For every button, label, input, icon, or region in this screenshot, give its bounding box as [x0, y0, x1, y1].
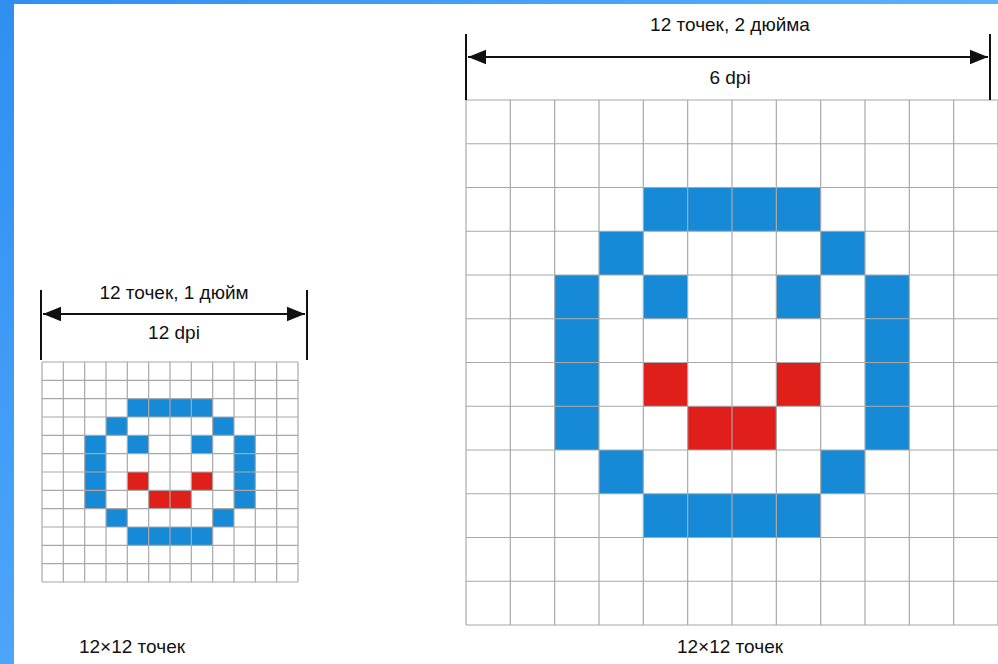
- pixel: [85, 454, 106, 472]
- grid-line: [909, 100, 910, 625]
- grid-line: [233, 362, 234, 582]
- pixel: [149, 399, 170, 417]
- grid-line: [466, 406, 998, 407]
- size-caption: 12×12 точек: [674, 636, 786, 658]
- pixel: [234, 435, 255, 453]
- grid-line: [297, 362, 298, 582]
- pixel: [865, 275, 909, 319]
- pixel: [85, 472, 106, 490]
- small-pixel-grid: [42, 362, 298, 582]
- grid-line: [42, 471, 298, 472]
- grid-line: [255, 362, 256, 582]
- pixel: [106, 417, 127, 435]
- grid-line: [42, 508, 298, 509]
- pixel: [732, 494, 776, 538]
- pixel: [170, 490, 191, 508]
- pixel: [599, 231, 643, 275]
- grid-line: [42, 545, 298, 546]
- pixel: [127, 527, 148, 545]
- pixel: [776, 188, 820, 232]
- pixel: [555, 406, 599, 450]
- pixel: [127, 435, 148, 453]
- grid-line: [776, 100, 777, 625]
- pixel: [643, 275, 687, 319]
- pixel: [213, 417, 234, 435]
- pixel: [732, 406, 776, 450]
- grid-line: [466, 493, 998, 494]
- grid-line: [466, 449, 998, 450]
- grid-line: [42, 526, 298, 527]
- pixel: [127, 472, 148, 490]
- pixel: [234, 454, 255, 472]
- pixel: [865, 363, 909, 407]
- grid-line: [42, 490, 298, 491]
- pixel: [85, 490, 106, 508]
- pixel: [555, 275, 599, 319]
- pixel: [127, 399, 148, 417]
- grid-line: [42, 563, 298, 564]
- pixel: [688, 494, 732, 538]
- pixel: [643, 188, 687, 232]
- grid-line: [997, 100, 998, 625]
- grid-line: [466, 581, 998, 582]
- resolution-label: 6 dpi: [706, 67, 753, 89]
- grid-line: [466, 624, 998, 625]
- grid-line: [42, 581, 298, 582]
- pixel: [776, 275, 820, 319]
- grid-line: [466, 362, 998, 363]
- pixel: [213, 509, 234, 527]
- pixel: [149, 527, 170, 545]
- pixel: [555, 319, 599, 363]
- pixel: [865, 406, 909, 450]
- pixel: [106, 509, 127, 527]
- pixel: [555, 363, 599, 407]
- grid-line: [466, 537, 998, 538]
- pixel: [821, 450, 865, 494]
- pixel: [776, 363, 820, 407]
- pixel: [149, 490, 170, 508]
- pixel: [821, 231, 865, 275]
- pixel: [191, 527, 212, 545]
- dimension-label: 12 точек, 1 дюйм: [96, 282, 251, 304]
- grid-line: [820, 100, 821, 625]
- grid-line: [212, 362, 213, 582]
- pixel: [643, 494, 687, 538]
- pixel: [643, 363, 687, 407]
- grid-line: [276, 362, 277, 582]
- dimension-line: [466, 34, 990, 100]
- pixel: [191, 435, 212, 453]
- grid-line: [191, 362, 192, 582]
- pixel: [234, 472, 255, 490]
- pixel: [170, 527, 191, 545]
- pixel: [170, 399, 191, 417]
- large-pixel-grid: [466, 100, 998, 625]
- pixel: [732, 188, 776, 232]
- grid-line: [953, 100, 954, 625]
- pixel: [191, 399, 212, 417]
- pixel: [865, 319, 909, 363]
- pixel: [234, 490, 255, 508]
- grid-line: [864, 100, 865, 625]
- pixel: [688, 188, 732, 232]
- pixel: [599, 450, 643, 494]
- resolution-label: 12 dpi: [145, 322, 203, 344]
- pixel: [191, 472, 212, 490]
- size-caption: 12×12 точек: [76, 636, 188, 658]
- pixel: [776, 494, 820, 538]
- pixel: [688, 406, 732, 450]
- pixel: [85, 435, 106, 453]
- dimension-label: 12 точек, 2 дюйма: [647, 14, 813, 36]
